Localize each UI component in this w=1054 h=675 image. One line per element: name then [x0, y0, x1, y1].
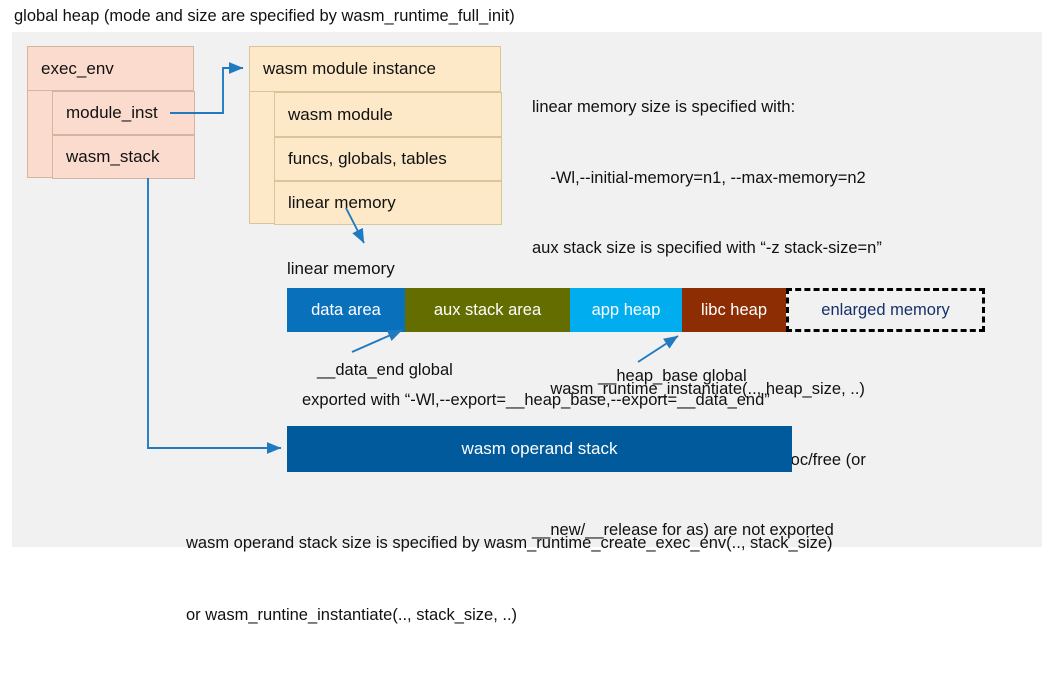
module-instance-row-wasm-module: wasm module	[274, 92, 502, 137]
memory-segment-aux-stack-area: aux stack area	[405, 288, 570, 332]
operand-stack-caption: wasm operand stack size is specified by …	[186, 483, 833, 675]
data-end-global-label: __data_end global	[317, 361, 453, 379]
linear-memory-caption: linear memory	[287, 259, 395, 278]
note-line-7: __new/__release for as) are not exported	[532, 521, 834, 539]
note-line-2: -Wl,--initial-memory=n1, --max-memory=n2	[532, 168, 866, 187]
module-inst-label: module_inst	[66, 103, 158, 122]
module-instance-header-label: wasm module instance	[263, 59, 436, 78]
memory-segment-enlarged-memory: enlarged memory	[786, 288, 985, 332]
linear-memory-bar: data area aux stack area app heap libc h…	[287, 288, 985, 332]
wasm-module-instance-box: wasm module instance wasm module funcs, …	[249, 46, 502, 225]
linear-memory-row-label: linear memory	[288, 193, 396, 212]
segment-label-app-heap: app heap	[591, 300, 661, 319]
exec-env-header: exec_env	[28, 47, 193, 91]
module-instance-row-linear-memory: linear memory	[274, 181, 502, 225]
wasm-stack-label: wasm_stack	[66, 147, 160, 166]
memory-segment-libc-heap: libc heap	[682, 288, 786, 332]
wasm-operand-stack-box: wasm operand stack	[287, 426, 792, 472]
exec-env-row-wasm-stack: wasm_stack	[52, 135, 195, 179]
operand-stack-caption-line-2: or wasm_runtine_instantiate(.., stack_si…	[186, 606, 518, 624]
note-line-5: wasm_runtime_instantiate(.., heap_size, …	[532, 380, 865, 398]
module-instance-row-funcs-globals-tables: funcs, globals, tables	[274, 137, 502, 181]
segment-label-aux-stack-area: aux stack area	[433, 300, 542, 319]
exec-env-box: exec_env module_inst wasm_stack	[27, 46, 195, 179]
exported-with-label: exported with “-Wl,--export=__heap_base,…	[302, 391, 770, 409]
wasm-module-label: wasm module	[288, 104, 393, 124]
note-line-1: linear memory size is specified with:	[532, 98, 796, 116]
memory-segment-data-area: data area	[287, 288, 405, 332]
segment-label-data-area: data area	[311, 300, 381, 319]
diagram-canvas: global heap (mode and size are specified…	[12, 7, 1042, 624]
wasm-operand-stack-label: wasm operand stack	[461, 439, 618, 458]
operand-stack-caption-line-1: wasm operand stack size is specified by …	[186, 534, 833, 552]
segment-label-libc-heap: libc heap	[700, 300, 768, 319]
heap-base-global-label: __heap_base global	[598, 367, 747, 385]
funcs-globals-tables-label: funcs, globals, tables	[288, 149, 447, 168]
exec-env-header-label: exec_env	[41, 58, 114, 78]
memory-segment-app-heap: app heap	[570, 288, 682, 332]
segment-label-enlarged-memory: enlarged memory	[821, 300, 950, 319]
exec-env-row-module-inst: module_inst	[52, 91, 195, 135]
diagram-title: global heap (mode and size are specified…	[14, 7, 515, 25]
note-line-3: aux stack size is specified with “-z sta…	[532, 239, 882, 257]
module-instance-header: wasm module instance	[250, 47, 500, 92]
